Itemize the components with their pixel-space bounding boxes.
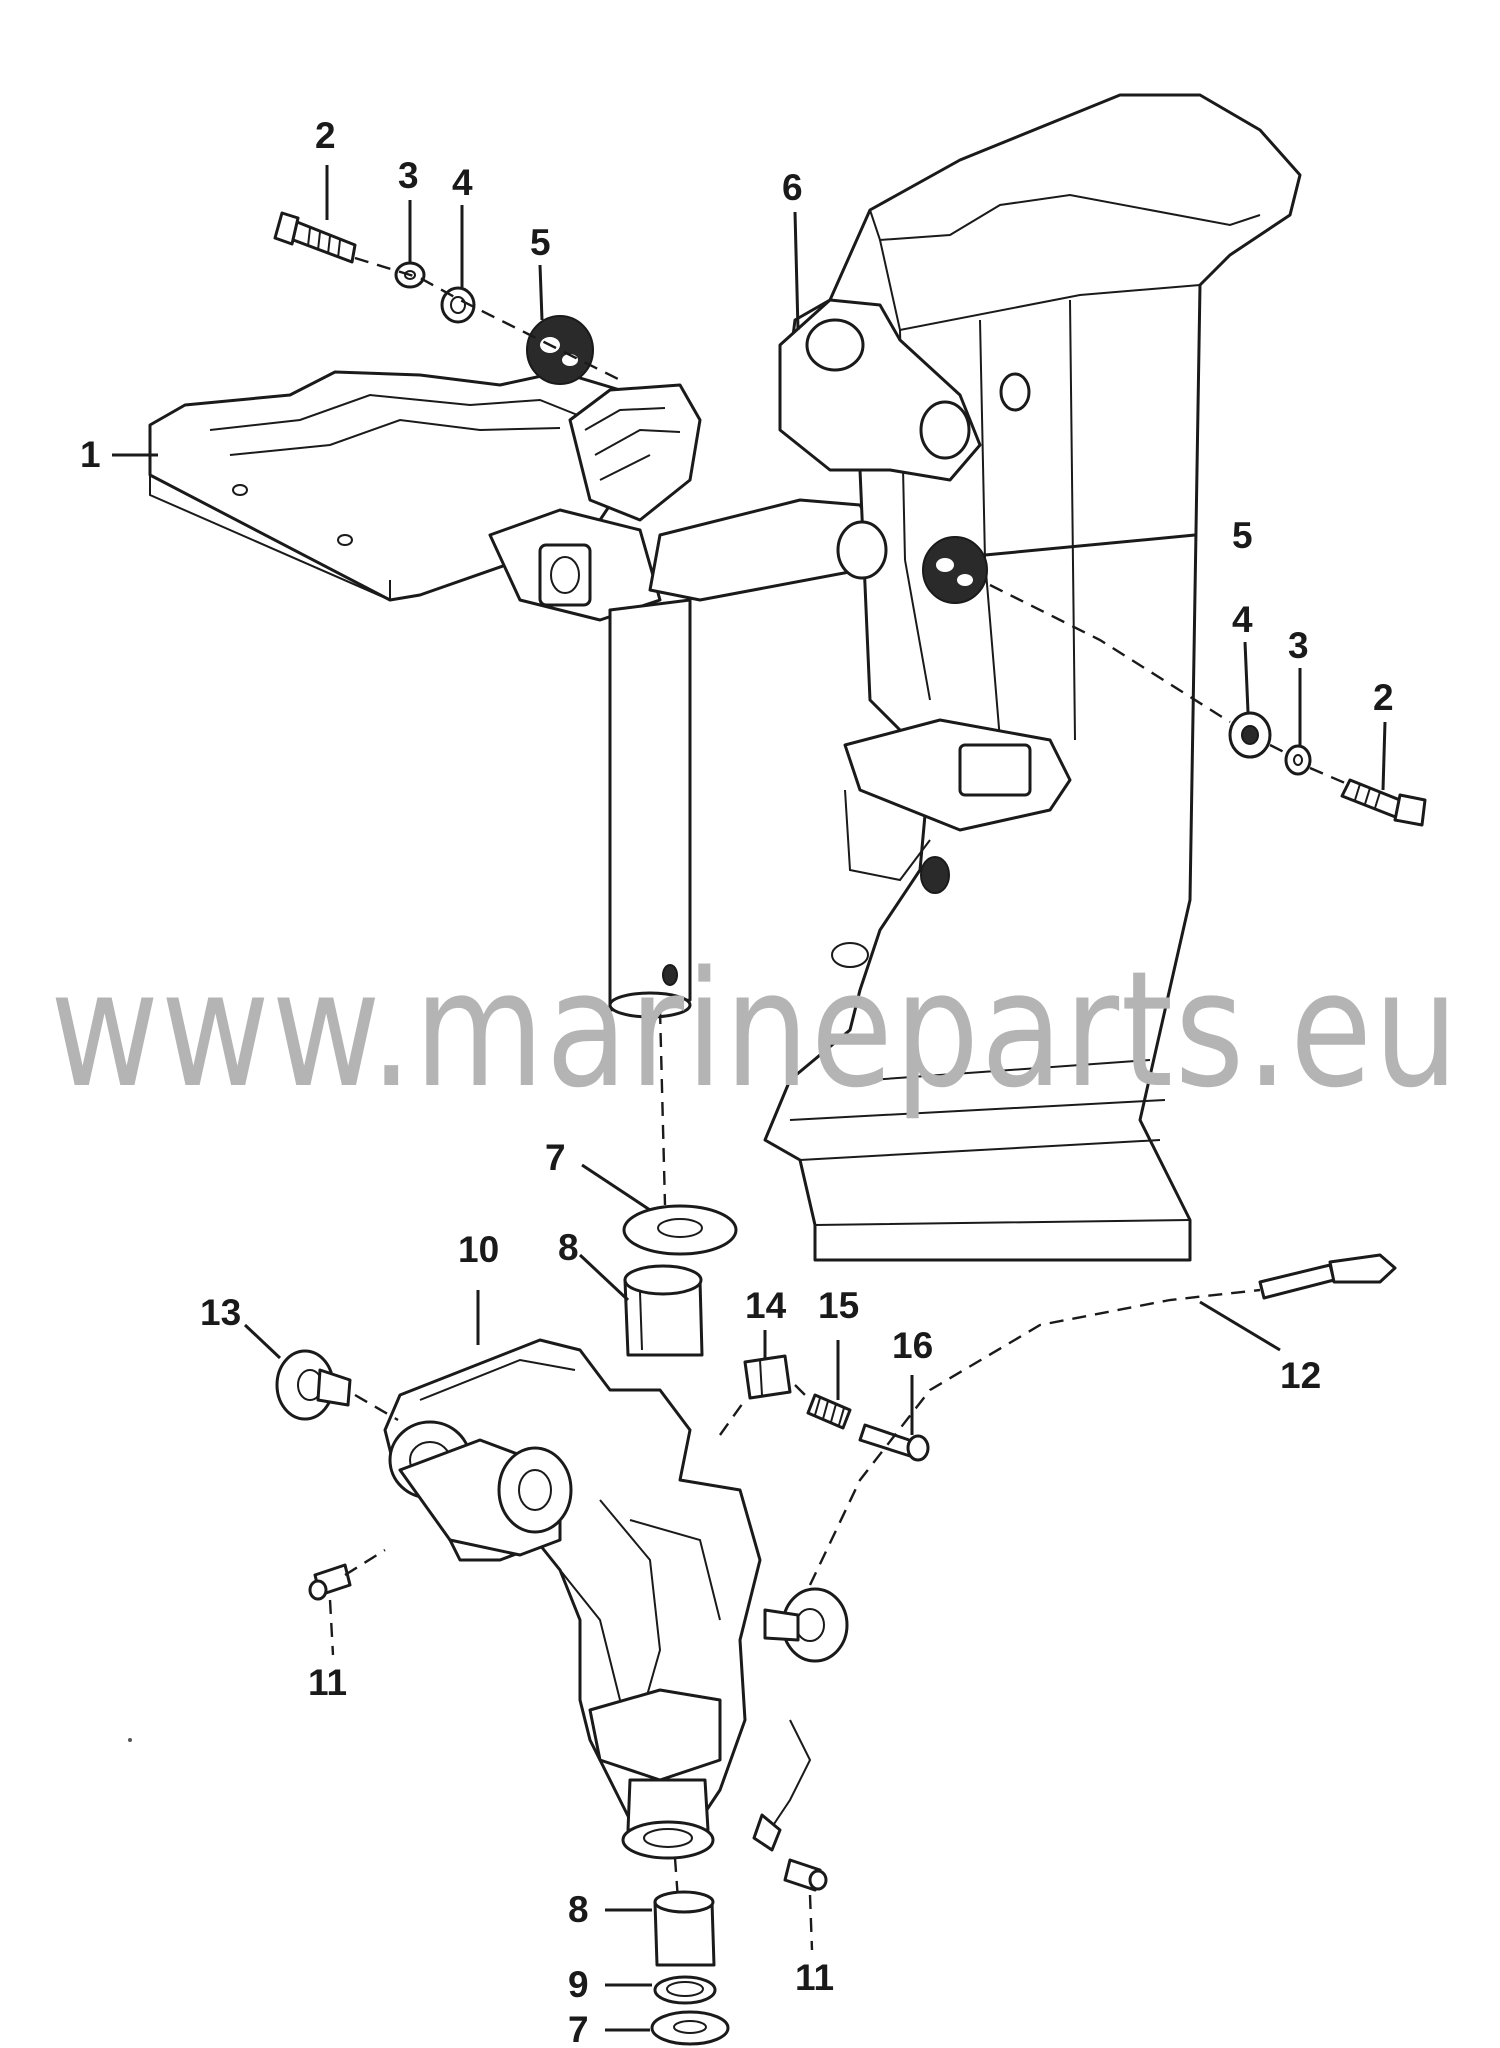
mount-5-upper [526, 315, 594, 385]
bushing-8-upper [623, 1264, 704, 1357]
callout-9: 9 [568, 1964, 589, 2005]
part-11-fitting-left [308, 1563, 352, 1601]
part-6-mount-bracket [778, 298, 982, 580]
callout-2-upper: 2 [315, 115, 336, 156]
callout-16: 16 [892, 1325, 933, 1366]
callout-7-lower: 7 [568, 2009, 589, 2048]
callout-7-upper: 7 [545, 1137, 566, 1178]
callout-10: 10 [458, 1229, 499, 1270]
bushing-8-lower [653, 1890, 716, 1967]
mount-5-right [922, 536, 988, 604]
part-15-spring [806, 1393, 852, 1430]
callout-3-upper: 3 [398, 155, 419, 196]
part-13-plug-right [763, 1587, 849, 1663]
callout-6: 6 [782, 167, 803, 208]
part-13-plug [275, 1349, 352, 1421]
part-10-swivel-bracket [383, 1338, 762, 1860]
callout-labels: 1 2 3 4 5 6 5 4 3 2 7 8 10 13 14 15 16 1… [80, 115, 1394, 2048]
callout-8-lower: 8 [568, 1889, 589, 1930]
watermark-text: www.marineparts.eu [50, 936, 1460, 1123]
part-11-fitting-right [783, 1858, 828, 1892]
callout-13: 13 [200, 1292, 241, 1333]
callout-1: 1 [80, 434, 101, 475]
steering-tube [608, 598, 692, 1019]
callout-4-right: 4 [1232, 599, 1253, 640]
callout-2-right: 2 [1373, 677, 1394, 718]
washer-3-right [1284, 744, 1312, 776]
callout-11-right: 11 [795, 1957, 834, 1998]
bolt-2-right [1340, 778, 1427, 827]
ring-9 [653, 1975, 717, 2005]
nut-4-upper [440, 286, 476, 324]
callout-3-right: 3 [1288, 625, 1309, 666]
callout-12: 12 [1280, 1355, 1321, 1396]
leader-lines [112, 165, 1387, 2032]
part-16-pin [858, 1423, 930, 1462]
nut-4-right [1228, 711, 1272, 759]
part-12-ground-cable [752, 1253, 1397, 1852]
callout-5-upper: 5 [530, 222, 551, 263]
callout-5-right: 5 [1232, 515, 1253, 556]
washer-7-upper [622, 1204, 738, 1256]
callout-4-upper: 4 [452, 162, 473, 203]
bolt-2-upper [273, 211, 357, 264]
callout-8-upper: 8 [558, 1227, 579, 1268]
callout-11-left: 11 [308, 1662, 347, 1703]
callout-15: 15 [818, 1285, 859, 1326]
washer-7-lower [650, 2010, 730, 2046]
part-14-clip [743, 1354, 792, 1400]
callout-14: 14 [745, 1285, 787, 1326]
